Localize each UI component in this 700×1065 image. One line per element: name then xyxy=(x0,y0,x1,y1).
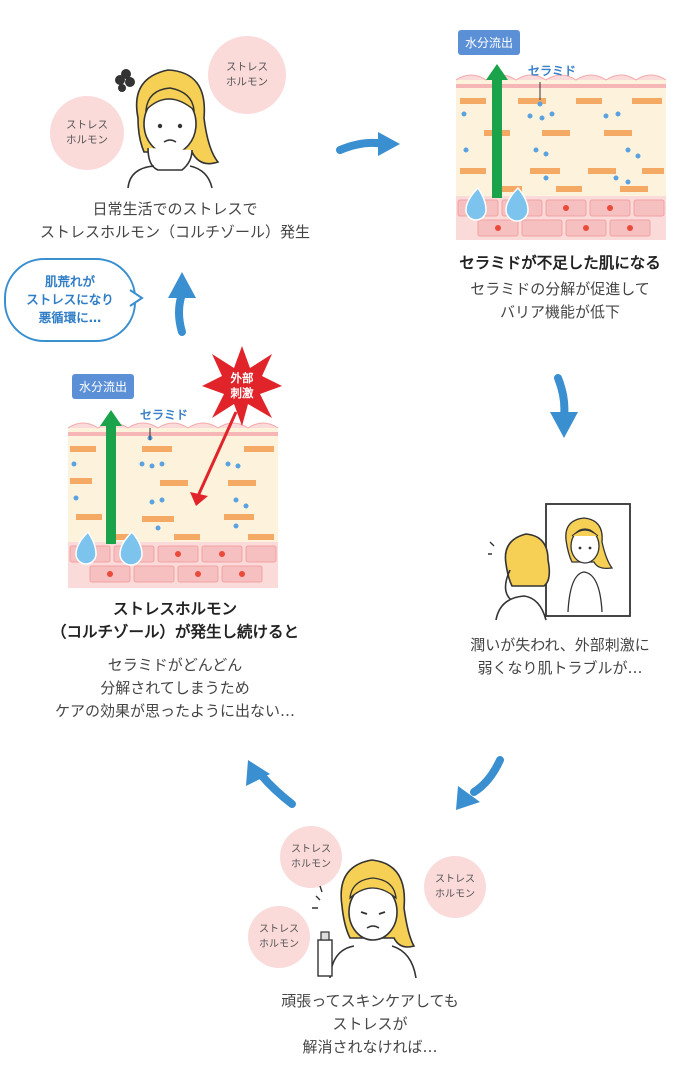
bubble-line: ストレス xyxy=(226,61,268,73)
bubble-line: ストレス xyxy=(66,119,108,131)
caption-line: 日常生活でのストレスで xyxy=(92,200,258,218)
step-right-caption: セラミドの分解が促進して バリア機能が低下 xyxy=(420,278,700,324)
caption-line: 解消されなければ… xyxy=(302,1038,438,1056)
caption-line: セラミドがどんどん xyxy=(107,656,243,674)
caption-line: バリア機能が低下 xyxy=(499,303,620,321)
caption-line: ケアの効果が思ったように出ない… xyxy=(54,702,295,720)
external-stimulus-label: 外部 刺激 xyxy=(222,371,262,401)
step-left-caption: セラミドがどんどん 分解されてしまうため ケアの効果が思ったように出ない… xyxy=(0,654,350,723)
crying-woman-illustration xyxy=(312,859,417,979)
water-loss-tag-left: 水分流出 xyxy=(72,374,135,399)
caption-line: セラミドの分解が促進して xyxy=(470,280,650,298)
cycle-arrow-right-down xyxy=(550,374,578,438)
vicious-cycle-callout: 肌荒れが ストレスになり 悪循環に… xyxy=(4,258,136,342)
callout-tail xyxy=(129,289,144,307)
stress-hormone-bubble-bottom-1: ストレス ホルモン xyxy=(280,826,342,888)
stress-hormone-bubble-top-left: ストレス ホルモン xyxy=(50,96,124,170)
title-line: ストレスホルモン xyxy=(112,600,237,618)
stimulus-line: 外部 xyxy=(230,371,254,385)
title-line: （コルチゾール）が発生し続けると xyxy=(50,623,299,641)
bubble-line: ホルモン xyxy=(291,859,331,870)
callout-line: ストレスになり xyxy=(26,292,114,307)
caption-line: 頑張ってスキンケアしても xyxy=(281,992,459,1010)
ceramide-label-top: セラミド xyxy=(528,64,577,78)
cycle-arrow-top-right xyxy=(336,132,400,156)
bubble-line: ホルモン xyxy=(259,939,299,950)
bubble-line: ホルモン xyxy=(66,134,108,146)
ceramide-label-left: セラミド xyxy=(140,408,189,422)
caption-line: 潤いが失われ、外部刺激に xyxy=(470,636,650,654)
bubble-line: ストレス xyxy=(435,874,475,885)
caption-line: ストレスホルモン（コルチゾール）発生 xyxy=(39,223,310,241)
caption-line: ストレスが xyxy=(332,1015,408,1033)
worried-woman-illustration xyxy=(115,69,220,189)
bubble-line: ホルモン xyxy=(226,76,268,88)
cycle-arrow-left-up xyxy=(246,760,296,808)
ceramide-deficient-skin-diagram xyxy=(455,64,667,240)
step-bottom-caption: 頑張ってスキンケアしても ストレスが 解消されなければ… xyxy=(200,990,540,1059)
step-right-title: セラミドが不足した肌になる xyxy=(459,254,661,272)
bubble-line: ストレス xyxy=(259,924,299,935)
stress-hormone-bubble-top-right: ストレス ホルモン xyxy=(208,36,286,114)
woman-at-mirror-illustration xyxy=(488,503,631,621)
external-stimulus-burst-icon xyxy=(202,346,282,426)
cycle-arrow-down-left xyxy=(456,756,504,810)
caption-line: 分解されてしまうため xyxy=(100,679,250,697)
cycle-arrow-up xyxy=(168,272,196,336)
step-top-caption: 日常生活でのストレスで ストレスホルモン（コルチゾール）発生 xyxy=(0,198,350,244)
caption-line: 弱くなり肌トラブルが… xyxy=(477,659,643,677)
water-loss-tag-top: 水分流出 xyxy=(458,30,521,55)
step-left-title: ストレスホルモン （コルチゾール）が発生し続けると xyxy=(0,598,350,644)
stimulus-line: 刺激 xyxy=(230,386,254,400)
stress-hormone-bubble-bottom-2: ストレス ホルモン xyxy=(424,856,486,918)
stress-hormone-bubble-bottom-3: ストレス ホルモン xyxy=(248,906,310,968)
callout-line: 悪循環に… xyxy=(38,310,102,325)
ceramide-breakdown-skin-diagram xyxy=(67,410,279,588)
callout-line: 肌荒れが xyxy=(44,274,95,289)
step-mirror-caption: 潤いが失われ、外部刺激に 弱くなり肌トラブルが… xyxy=(420,634,700,680)
bubble-line: ストレス xyxy=(291,844,331,855)
bubble-line: ホルモン xyxy=(435,889,475,900)
